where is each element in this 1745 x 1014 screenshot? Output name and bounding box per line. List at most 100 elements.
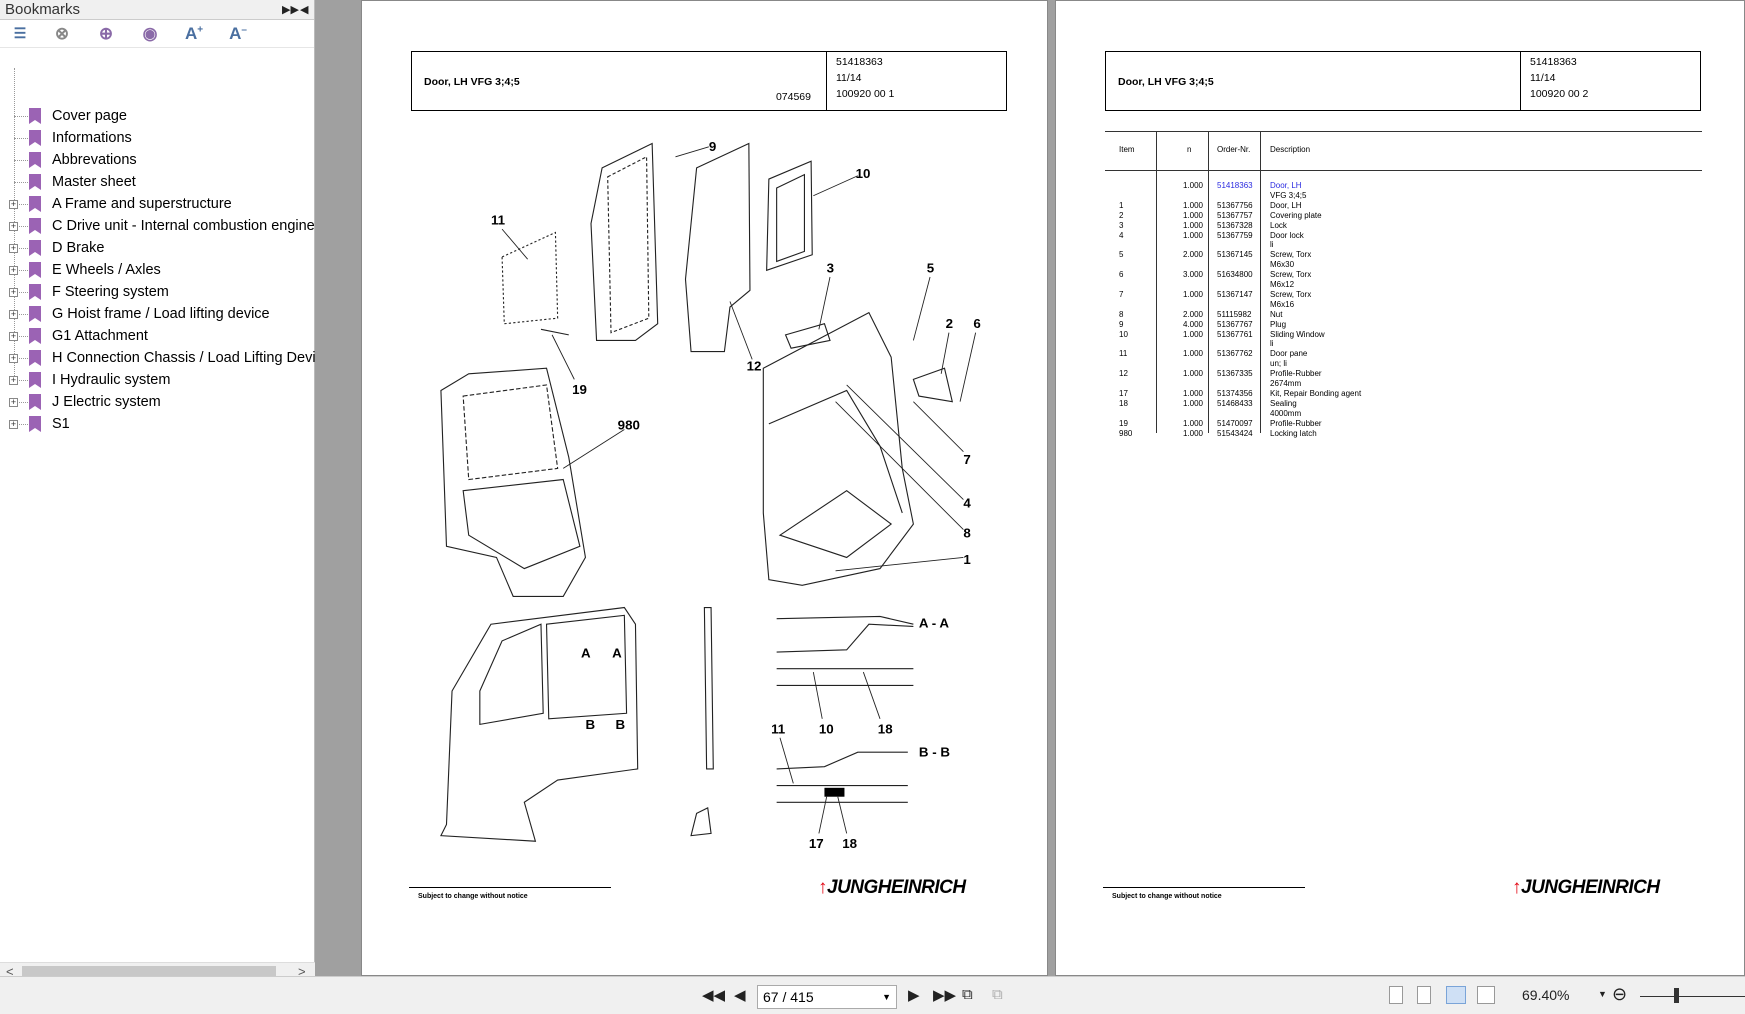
add-bookmark-icon[interactable]: ⊕ (98, 23, 114, 43)
callout-label: 3 (827, 261, 834, 276)
bookmark-item[interactable]: Master sheet (0, 171, 315, 193)
zoom-out-icon[interactable]: ⊖ (1612, 984, 1628, 1004)
expand-icon[interactable]: + (9, 374, 18, 385)
cell-order-number[interactable]: 51418363 (1217, 181, 1253, 190)
cell-description: Lock (1270, 220, 1287, 230)
expand-panel-icon[interactable]: ▶▶ (282, 4, 299, 16)
bookmark-item[interactable]: Cover page (0, 105, 315, 127)
cell-item: 19 (1119, 418, 1128, 428)
cell-quantity: 4.000 (1182, 319, 1203, 329)
facing-view-icon[interactable] (1446, 986, 1466, 1004)
bookmark-label: Master sheet (52, 174, 136, 190)
bookmark-item[interactable]: Informations (0, 127, 315, 149)
increase-text-size-icon[interactable]: A+ (184, 23, 204, 43)
expand-icon[interactable]: + (9, 242, 18, 253)
bookmark-options-icon[interactable]: ☰ (13, 25, 27, 41)
expand-icon[interactable]: + (9, 286, 18, 297)
zoom-slider-thumb[interactable] (1673, 988, 1679, 1003)
footer-rule (1103, 887, 1305, 888)
horizontal-scrollbar[interactable]: < > (0, 962, 315, 980)
bookmark-item[interactable]: +G Hoist frame / Load lifting device (0, 303, 315, 325)
scrollbar-thumb[interactable] (22, 966, 276, 978)
continuous-facing-view-icon[interactable] (1477, 986, 1495, 1004)
bookmark-item[interactable]: Abbrevations (0, 149, 315, 171)
callout-label: 18 (878, 721, 893, 736)
first-page-icon[interactable]: ◀◀ (702, 987, 726, 1004)
bookmarks-header: Bookmarks ▶▶ ◀ (0, 0, 314, 20)
sheet-number: 100920 00 1 (836, 88, 895, 100)
cell-quantity: 1.000 (1182, 398, 1203, 408)
zoom-slider[interactable] (1640, 996, 1745, 997)
tree-connector (14, 182, 28, 183)
continuous-view-icon[interactable] (1417, 986, 1431, 1004)
bookmarks-toolbar: ☰ ⊗ ⊕ ◉ A+ A– (0, 20, 314, 48)
cell-description[interactable]: Door, LH (1270, 181, 1302, 190)
cell-description: Door pane (1270, 349, 1308, 359)
panel-splitter[interactable] (315, 0, 361, 976)
footer-notice: Subject to change without notice (418, 893, 528, 900)
callout-label: A - A (919, 616, 949, 631)
cell-order-number: 51367767 (1217, 319, 1253, 329)
next-page-icon[interactable]: ▶ (908, 987, 920, 1004)
next-view-icon[interactable]: ⧉ (992, 986, 1003, 1003)
expand-icon[interactable]: + (9, 330, 18, 341)
callout-label: B (585, 717, 595, 732)
expand-icon[interactable]: + (9, 352, 18, 363)
bookmark-icon (29, 372, 41, 388)
cell-description: M6x12 (1270, 280, 1295, 289)
previous-page-icon[interactable]: ◀ (734, 987, 746, 1004)
column-divider (1208, 131, 1209, 433)
delete-bookmark-icon[interactable]: ⊗ (54, 23, 70, 43)
bookmark-icon (29, 350, 41, 366)
table-row: 4000mm (1105, 409, 1702, 419)
bookmark-item[interactable]: + D Brake (0, 237, 315, 259)
expand-icon[interactable]: + (9, 308, 18, 319)
zoom-dropdown-icon[interactable]: ▼ (1598, 989, 1607, 999)
single-page-view-icon[interactable] (1389, 986, 1403, 1004)
bookmark-item[interactable]: +C Drive unit - Internal combustion engi… (0, 215, 315, 237)
collapse-panel-icon[interactable]: ◀ (300, 4, 309, 16)
callout-label: A (581, 646, 591, 661)
cell-order-number: 51367762 (1217, 349, 1253, 359)
bookmark-item[interactable]: +G1 Attachment (0, 325, 315, 347)
page-number-field[interactable]: 67 / 415▼ (757, 985, 897, 1009)
bookmark-label: Informations (52, 130, 132, 146)
cell-description: VFG 3;4;5 (1270, 190, 1307, 200)
cell-quantity: 1.000 (1182, 200, 1203, 210)
expand-icon[interactable]: + (9, 264, 18, 275)
expand-icon[interactable]: + (9, 396, 18, 407)
find-bookmark-icon[interactable]: ◉ (142, 23, 158, 43)
zoom-level[interactable]: 69.40% (1522, 987, 1570, 1003)
callout-label: 1 (963, 552, 971, 567)
expand-icon[interactable]: + (9, 418, 18, 429)
bookmark-item[interactable]: +F Steering system (0, 281, 315, 303)
table-row: M6x16 (1105, 300, 1702, 310)
bookmark-item[interactable]: +E Wheels / Axles (0, 259, 315, 281)
expand-icon[interactable]: + (9, 220, 18, 231)
decrease-text-size-icon[interactable]: A– (229, 23, 247, 43)
cell-item: 9 (1119, 319, 1124, 329)
bookmark-item[interactable]: +S1 (0, 413, 315, 435)
expand-icon[interactable]: + (9, 198, 18, 209)
chevron-down-icon[interactable]: ▼ (882, 992, 891, 1002)
bookmark-item[interactable]: + J Electric system (0, 391, 315, 413)
previous-view-icon[interactable]: ⧉ (962, 986, 973, 1003)
table-header-rule (1105, 170, 1702, 171)
cell-item: 12 (1119, 369, 1128, 379)
bookmark-label: J Electric system (52, 394, 161, 410)
callout-label: B (615, 717, 625, 732)
bookmark-label: D Brake (52, 240, 105, 256)
cell-order-number: 51367759 (1217, 230, 1253, 240)
cell-order-number: 51367761 (1217, 329, 1253, 339)
last-page-icon[interactable]: ▶▶ (933, 987, 957, 1004)
bookmark-item[interactable]: +H Connection Chassis / Load Lifting Dev… (0, 347, 315, 369)
scroll-right-icon[interactable]: > (298, 964, 306, 979)
bookmark-item[interactable]: +I Hydraulic system (0, 369, 315, 391)
table-top-rule (1105, 131, 1702, 132)
bookmark-item[interactable]: +A Frame and superstructure (0, 193, 315, 215)
scroll-left-icon[interactable]: < (6, 964, 14, 979)
